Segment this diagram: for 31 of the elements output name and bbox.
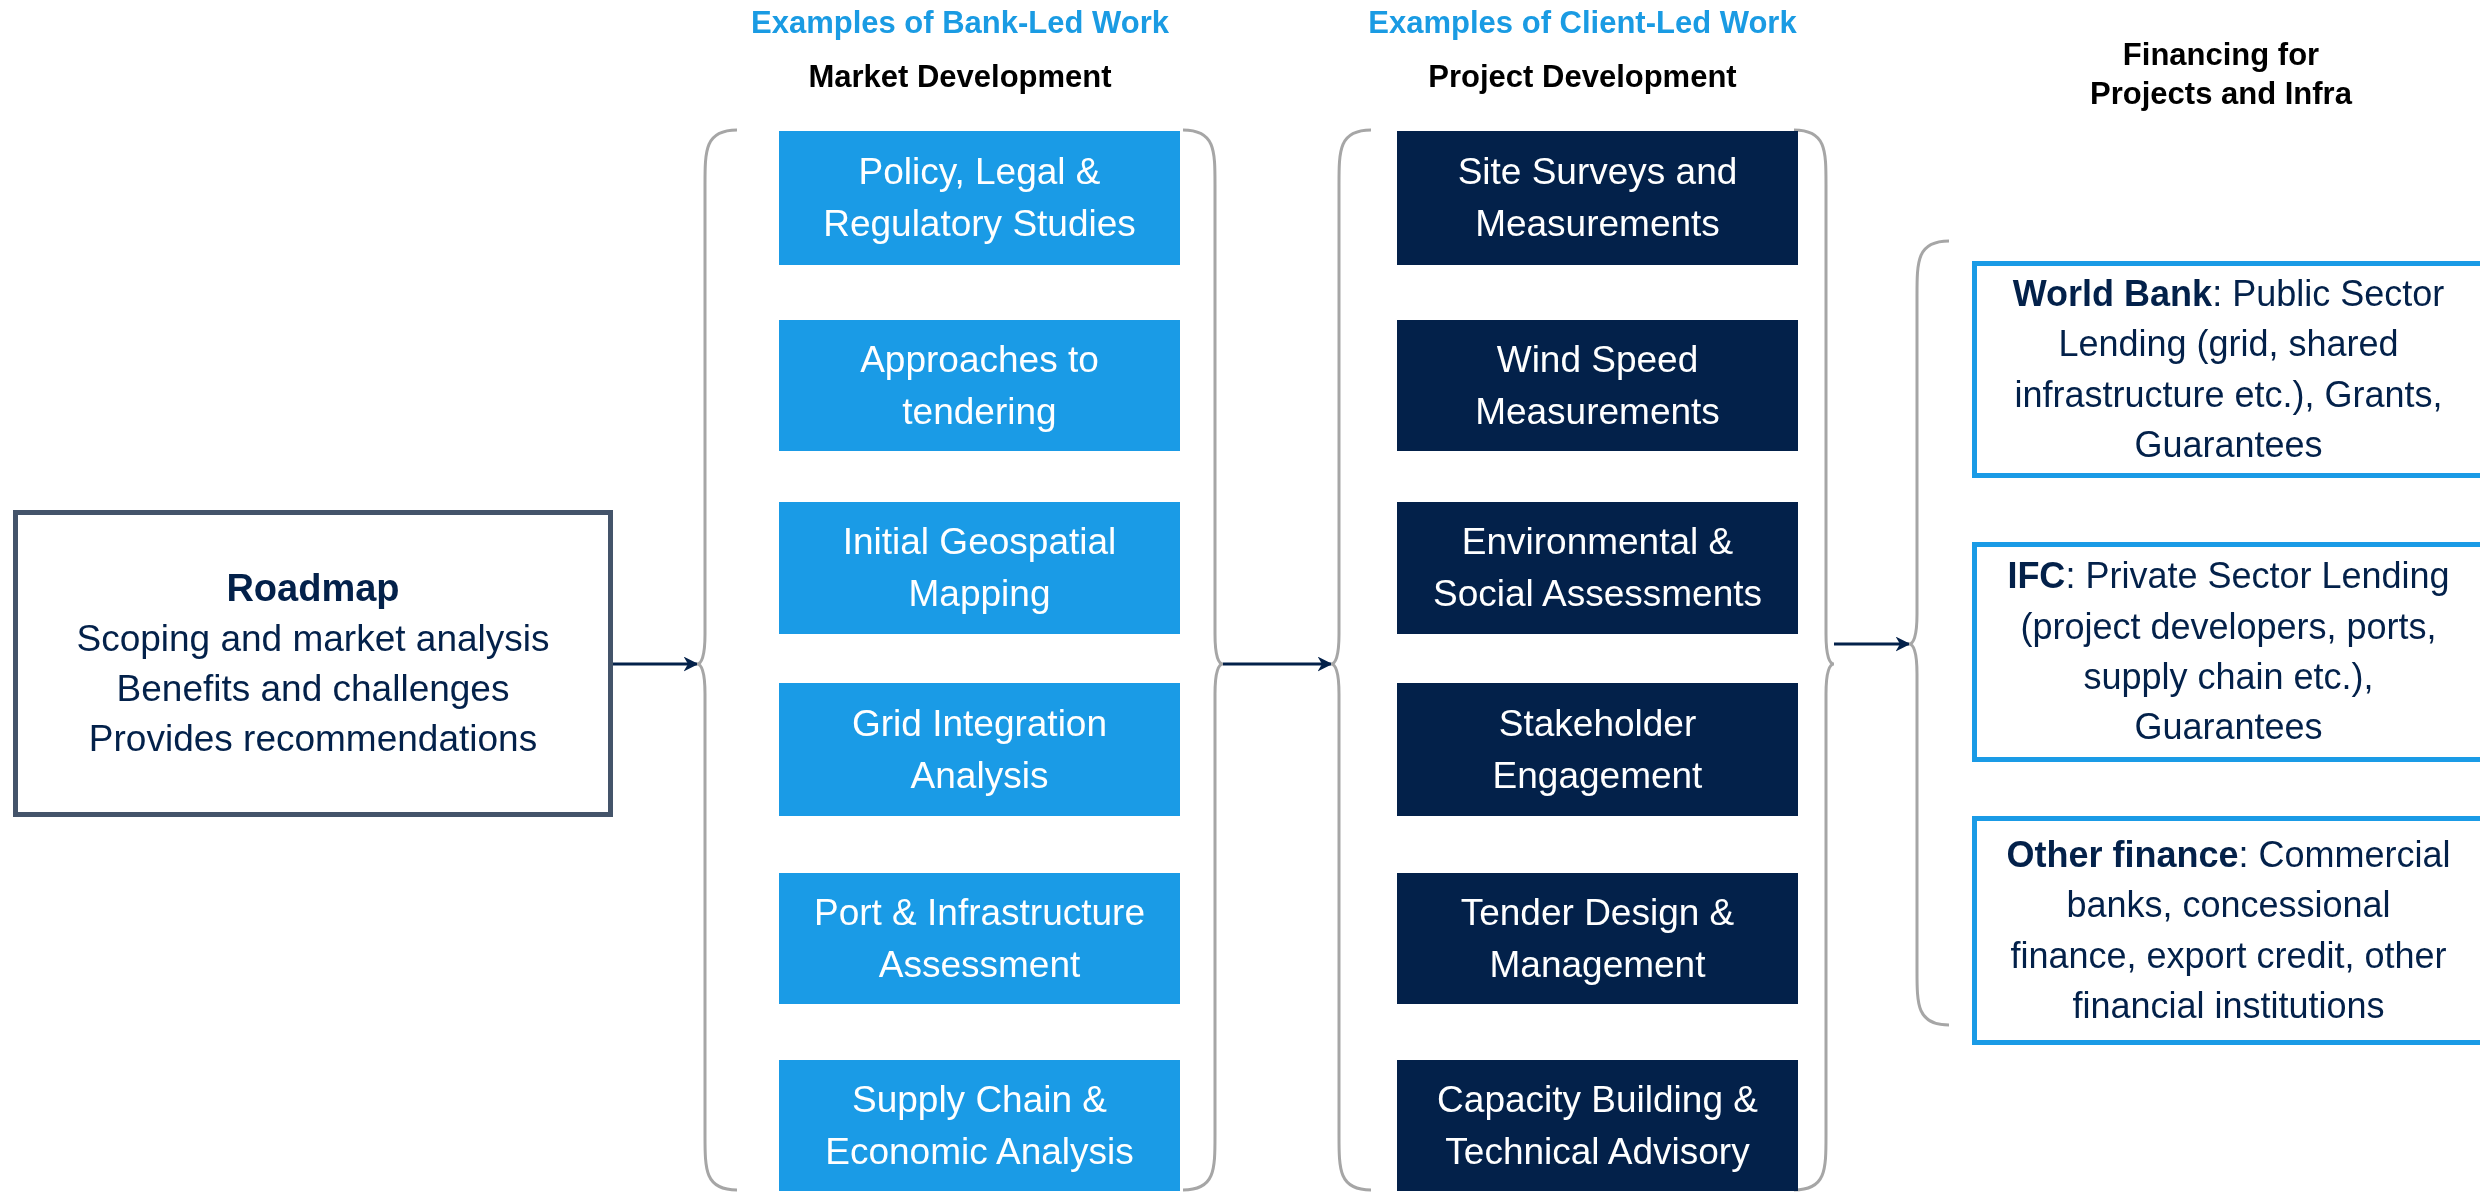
box-text: IFC: Private Sector Lending (project developers, ports, supply chain etc.), Guarantees — [2006, 554, 2451, 750]
column-kicker: Examples of Client-Led Work — [1367, 4, 1798, 42]
roadmap-title: Roadmap — [226, 565, 400, 611]
task-box: Environmental & Social Assessments — [1397, 502, 1798, 634]
task-box: Approaches to tendering — [779, 320, 1180, 451]
task-box: Stakeholder Engagement — [1397, 683, 1798, 816]
task-box: Supply Chain & Economic Analysis — [779, 1060, 1180, 1191]
column-heading: Project Development — [1427, 58, 1738, 96]
arrow — [1834, 636, 1911, 652]
arrow — [613, 656, 699, 672]
task-box: Site Surveys and Measurements — [1397, 131, 1798, 265]
task-box: Wind Speed Measurements — [1397, 320, 1798, 451]
box-text: World Bank: Public Sector Lending (grid, shared infrastructure etc.), Grants, Guarantees — [2011, 271, 2446, 467]
task-box: Policy, Legal & Regulatory Studies — [779, 131, 1180, 265]
roadmap-point: Provides recommendations — [88, 717, 538, 762]
task-box: Initial Geospatial Mapping — [779, 502, 1180, 634]
task-box: Tender Design & Management — [1397, 873, 1798, 1004]
column-kicker: Examples of Bank-Led Work — [750, 4, 1170, 42]
roadmap-point: Benefits and challenges — [116, 667, 510, 712]
roadmap-box — [13, 510, 613, 817]
roadmap-point: Scoping and market analysis — [76, 617, 550, 662]
arrow — [1223, 656, 1333, 672]
column-heading: Financing for Projects and Infra — [2089, 36, 2354, 113]
box-text: Other finance: Commercial banks, concessional finance, export credit, other financial institutions — [2005, 832, 2452, 1028]
task-box: Port & Infrastructure Assessment — [779, 873, 1180, 1004]
funding-box — [1972, 542, 2480, 762]
column-heading: Market Development — [807, 58, 1113, 96]
funding-box — [1972, 261, 2480, 478]
funding-box — [1972, 816, 2480, 1045]
task-box: Capacity Building & Technical Advisory — [1397, 1060, 1798, 1191]
task-box: Grid Integration Analysis — [779, 683, 1180, 816]
